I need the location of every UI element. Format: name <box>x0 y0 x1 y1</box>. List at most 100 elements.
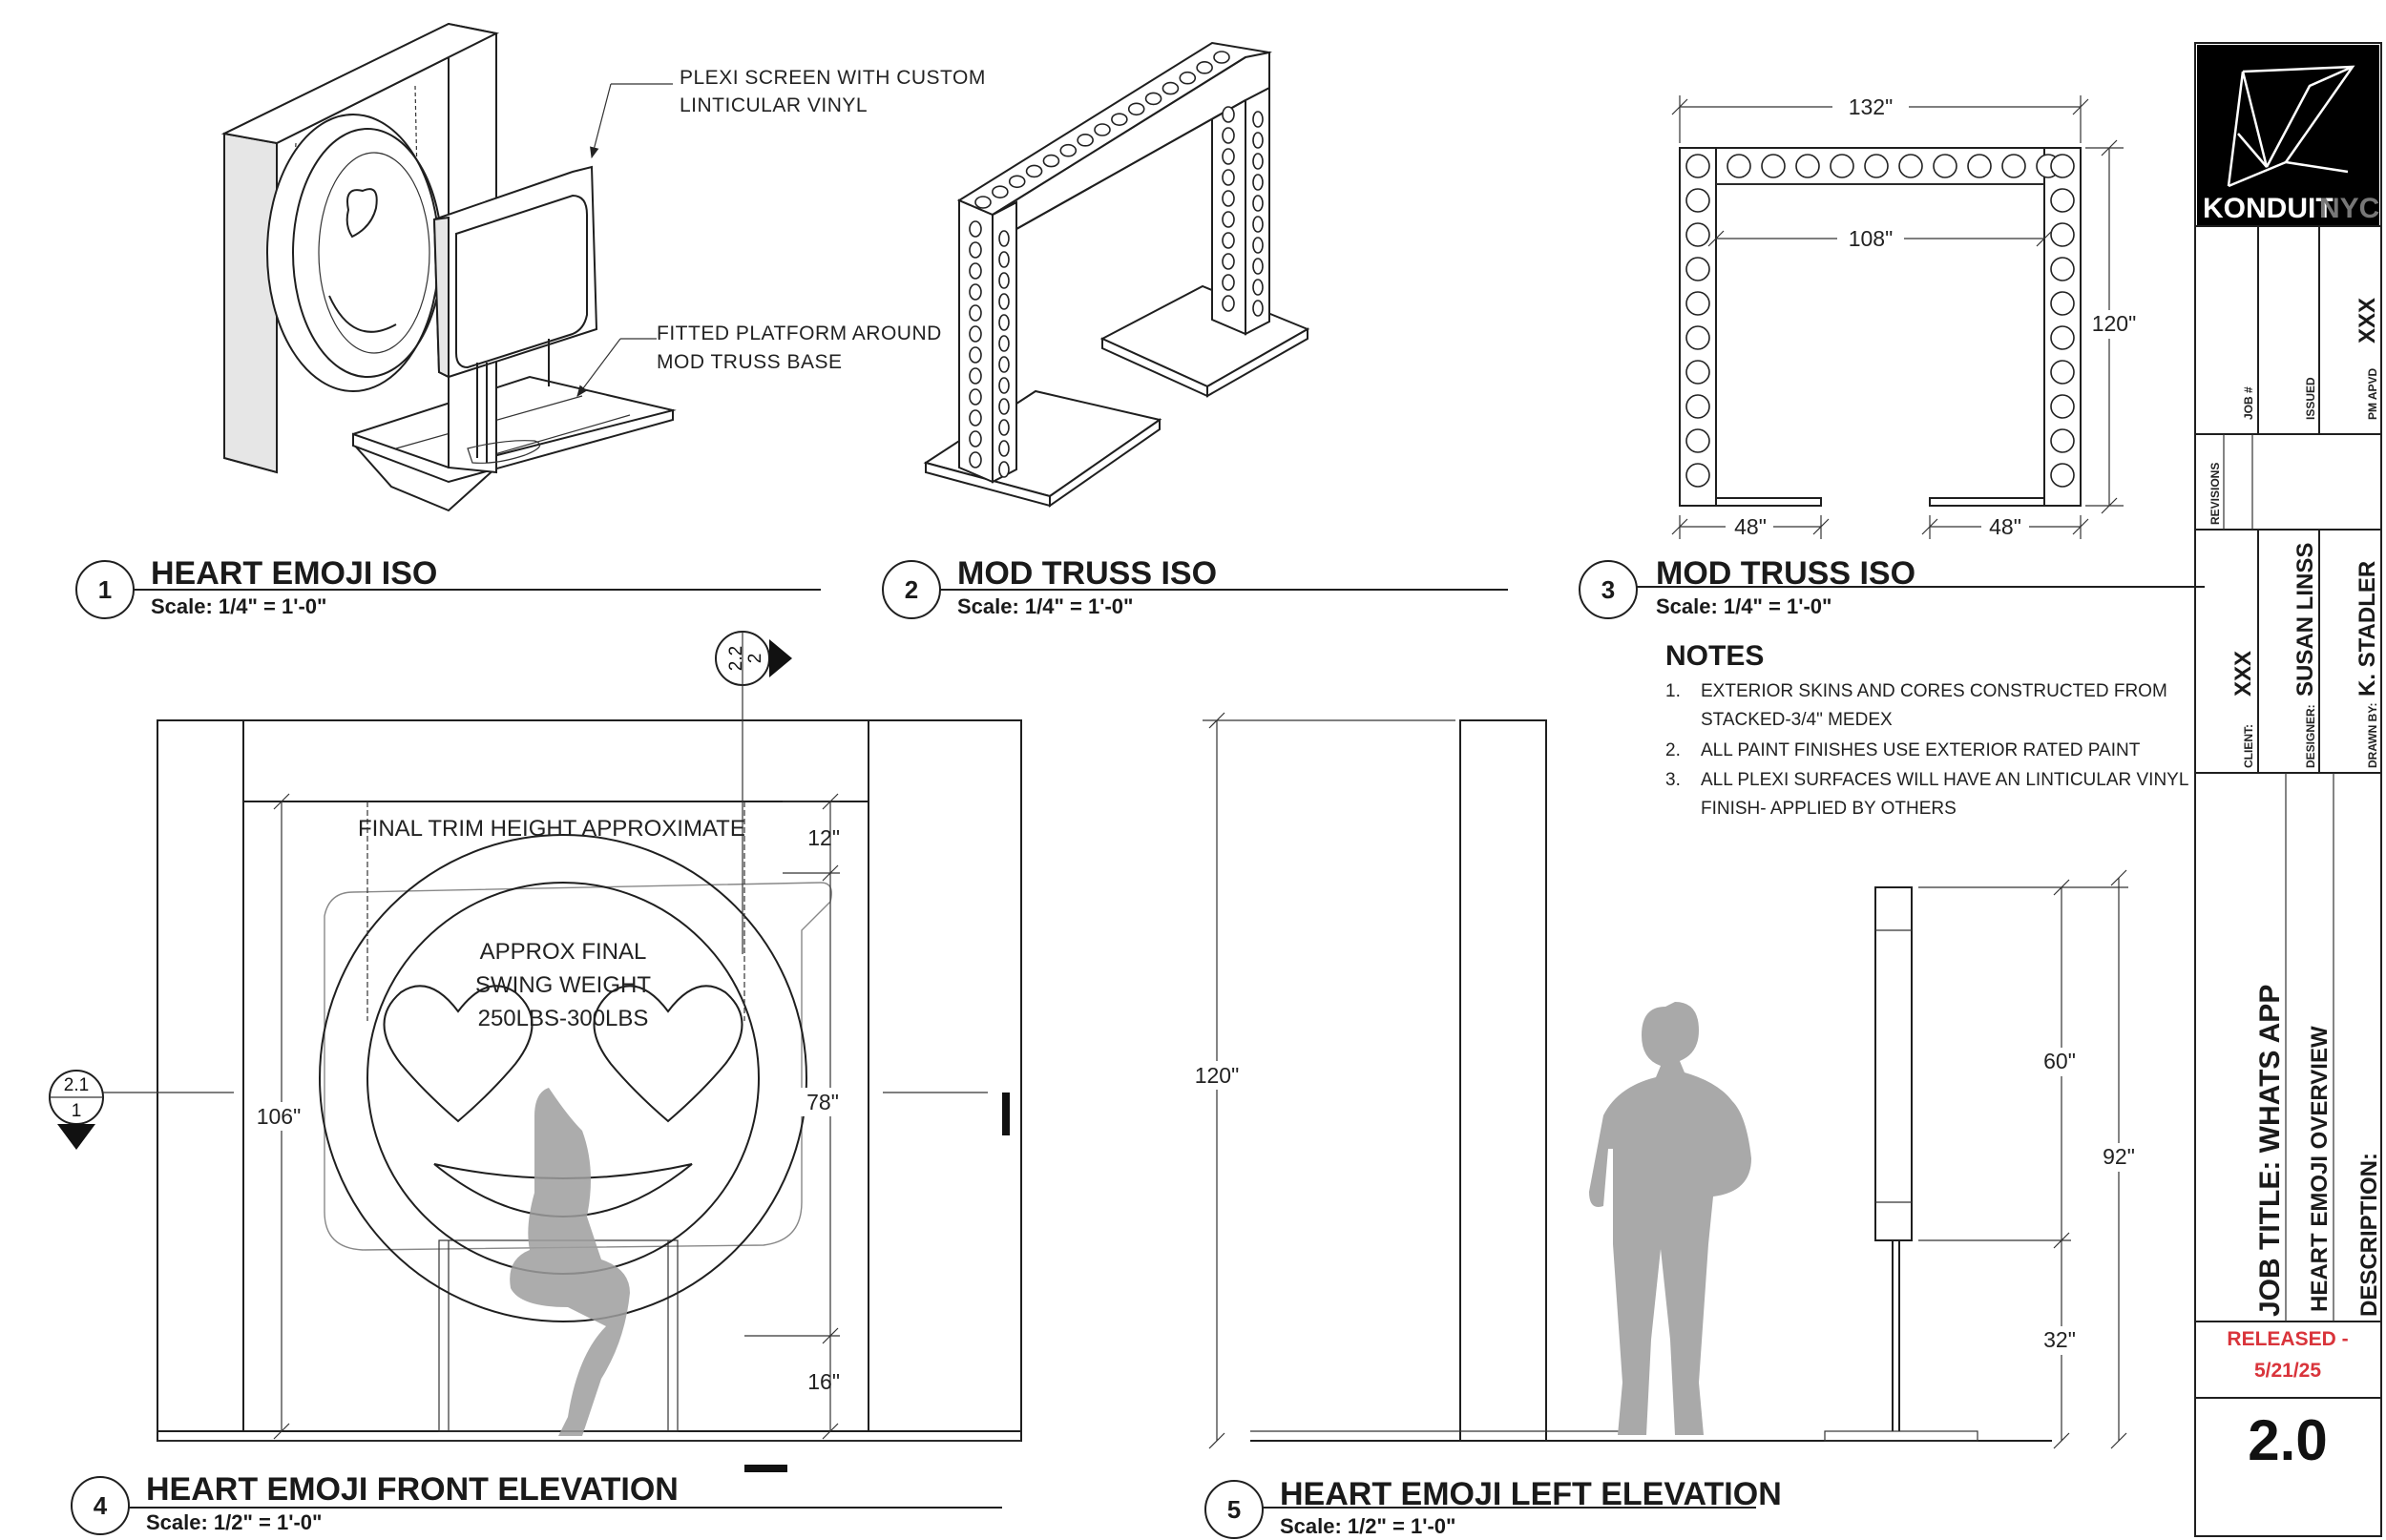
dim-92: 92" <box>2103 1144 2135 1169</box>
truss-hole <box>1222 232 1235 249</box>
truss-hole <box>1222 127 1235 144</box>
revision-number: 2.0 <box>2248 1408 2327 1472</box>
truss-hole <box>969 451 982 468</box>
truss-hole <box>1252 237 1264 254</box>
truss-hole <box>1213 51 1230 64</box>
truss-hole <box>969 304 982 322</box>
truss-hole <box>1685 463 1710 488</box>
callout-platform-line2: MOD TRUSS BASE <box>657 351 842 373</box>
truss-hole <box>998 398 1010 415</box>
swing-weight-line3: 250LBS-300LBS <box>478 1006 649 1031</box>
description-label: DESCRIPTION: <box>2356 1153 2382 1317</box>
truss-hole <box>2050 394 2075 419</box>
truss-hole <box>2050 360 2075 385</box>
pm-approved-label: PM APVD <box>2366 367 2379 420</box>
truss-hole <box>1252 258 1264 275</box>
dim-48-right: 48" <box>1989 514 2021 539</box>
truss-elevation-holes <box>1685 154 2075 488</box>
callout-plexi-line2: LINTICULAR VINYL <box>680 94 868 116</box>
truss-hole <box>998 314 1010 331</box>
dim-120-left: 120" <box>1195 1063 1240 1088</box>
note-number: 2. <box>1665 740 1681 760</box>
view-number: 2 <box>905 575 918 604</box>
note-number: 1. <box>1665 681 1681 701</box>
dim-120-truss: 120" <box>2092 311 2137 336</box>
note-text: STACKED-3/4" MEDEX <box>1701 710 1893 730</box>
view-number-badge <box>1204 1480 1264 1539</box>
note-text: ALL PLEXI SURFACES WILL HAVE AN LINTICUL… <box>1701 770 2188 790</box>
view-number: 5 <box>1227 1495 1241 1524</box>
view-scale: Scale: 1/4" = 1'-0" <box>151 594 326 618</box>
dim-132: 132" <box>1849 94 1894 119</box>
client-name: XXX <box>2230 651 2256 697</box>
truss-hole <box>969 325 982 343</box>
view-title: HEART EMOJI LEFT ELEVATION <box>1280 1476 1782 1512</box>
callout-platform-line1: FITTED PLATFORM AROUND <box>657 323 942 344</box>
truss-hole <box>998 230 1010 247</box>
truss-hole <box>1222 211 1235 228</box>
released-status: RELEASED - <box>2227 1328 2348 1350</box>
truss-hole <box>1933 154 1957 178</box>
dim-60: 60" <box>2043 1049 2076 1073</box>
truss-hole <box>1094 123 1111 136</box>
truss-iso-holes <box>969 51 1264 478</box>
view-title: MOD TRUSS ISO <box>1656 555 1915 592</box>
truss-hole <box>2050 188 2075 213</box>
title-block: KONDUIT NYC REVISIONS JOB # ISSUED PM AP… <box>2194 42 2382 1537</box>
truss-hole <box>998 377 1010 394</box>
truss-hole <box>1042 154 1060 168</box>
view-number: 1 <box>98 575 112 604</box>
truss-hole <box>998 335 1010 352</box>
konduit-logo-mark-icon <box>2227 65 2355 188</box>
section-marker-top: 2.2 2 <box>715 631 792 954</box>
dim-48-left: 48" <box>1734 514 1767 539</box>
view-number: 4 <box>94 1491 108 1520</box>
truss-hole <box>1252 279 1264 296</box>
truss-hole <box>2050 325 2075 350</box>
truss-hole <box>2001 154 2026 178</box>
mod-truss-elevation-drawing <box>1679 147 2082 507</box>
truss-hole <box>1222 169 1235 186</box>
truss-hole <box>969 220 982 238</box>
view-scale: Scale: 1/4" = 1'-0" <box>1656 594 1831 618</box>
truss-hole <box>1685 325 1710 350</box>
note-text: EXTERIOR SKINS AND CORES CONSTRUCTED FRO… <box>1701 681 2167 701</box>
view-title: HEART EMOJI ISO <box>151 555 437 592</box>
truss-hole <box>1008 175 1026 189</box>
truss-hole <box>998 461 1010 478</box>
konduit-logo <box>2197 45 2379 226</box>
trim-height-note: FINAL TRIM HEIGHT APPROXIMATE <box>358 816 745 842</box>
truss-hole <box>998 440 1010 457</box>
front-elevation-drawing <box>157 719 1022 1442</box>
truss-hole <box>1685 188 1710 213</box>
logo-text-sub: NYC <box>2319 193 2379 224</box>
view-title: HEART EMOJI FRONT ELEVATION <box>146 1471 679 1508</box>
truss-hole <box>2050 428 2075 453</box>
dim-32: 32" <box>2043 1327 2076 1352</box>
truss-hole <box>1196 61 1213 74</box>
truss-hole <box>1222 148 1235 165</box>
left-elevation-drawing <box>1250 719 2052 1442</box>
job-number: XXX <box>2355 298 2380 343</box>
truss-hole <box>1162 81 1180 95</box>
drawn-by-name: K. STADLER <box>2355 561 2380 697</box>
note-number: 3. <box>1665 770 1681 790</box>
truss-hole <box>1144 92 1162 106</box>
section-ref: 2 <box>745 654 765 664</box>
view-number-badge <box>1579 560 1638 619</box>
job-number-label: JOB # <box>2242 386 2255 420</box>
truss-hole <box>1761 154 1786 178</box>
truss-hole <box>1222 253 1235 270</box>
section-ref: 1 <box>72 1101 82 1121</box>
truss-hole <box>992 185 1009 198</box>
truss-hole <box>2050 222 2075 247</box>
truss-hole <box>1111 113 1128 126</box>
sheet-title: HEART EMOJI OVERVIEW <box>2307 1026 2333 1312</box>
callout-plexi-line1: PLEXI SCREEN WITH CUSTOM <box>680 67 986 89</box>
job-title: JOB TITLE: WHATS APP <box>2254 985 2286 1317</box>
truss-hole <box>969 241 982 259</box>
truss-hole <box>969 409 982 427</box>
designer-label: DESIGNER: <box>2304 704 2317 768</box>
truss-hole <box>2050 463 2075 488</box>
